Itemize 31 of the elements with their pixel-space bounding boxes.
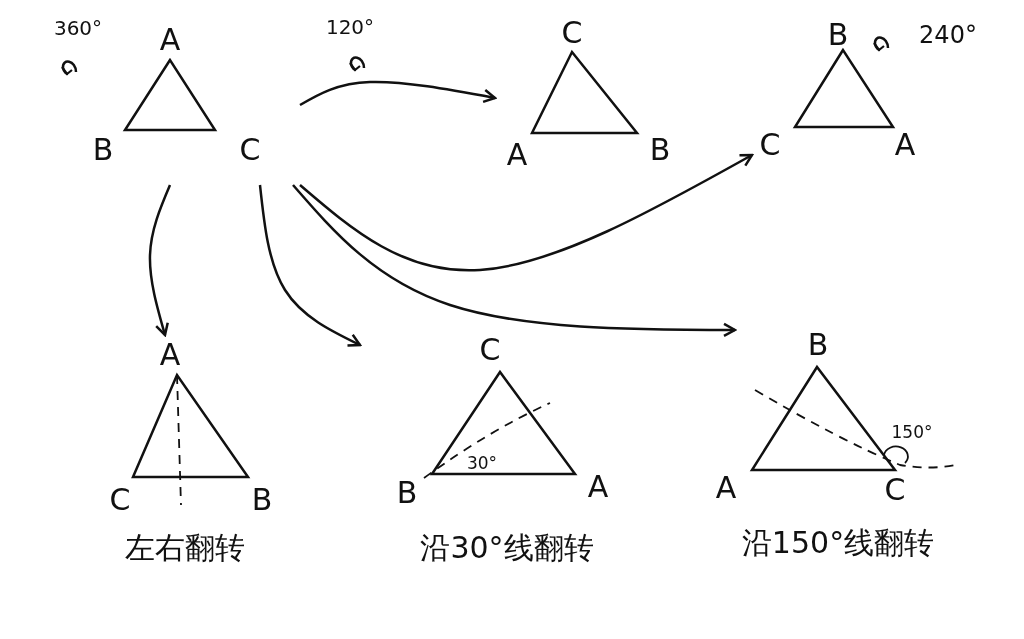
vertex-label: A (159, 340, 181, 370)
vertex-label: B (92, 135, 114, 165)
vertex-label: A (587, 472, 609, 502)
node-label: 沿30°线翻转 (420, 533, 594, 563)
angle-label: 150° (891, 423, 933, 441)
arrow (258, 184, 362, 347)
vertex-label: A (715, 473, 737, 503)
vertex-label: B (807, 330, 829, 360)
vertex-label: B (396, 478, 418, 508)
vertex-label: B (649, 135, 671, 165)
arrow (292, 184, 737, 338)
vertex-label: B (251, 485, 273, 515)
vertex-label: C (109, 485, 131, 515)
angle-label: 240° (919, 23, 977, 47)
vertex-label: C (239, 135, 261, 165)
node-label: 沿150°线翻转 (741, 528, 935, 558)
vertex-label: C (759, 130, 781, 160)
vertex-label: A (159, 25, 181, 55)
vertex-label: A (506, 140, 528, 170)
edge-label: 120° (325, 17, 375, 37)
vertex-label: C (884, 475, 906, 505)
vertex-label: C (479, 335, 501, 365)
angle-label: 360° (53, 18, 103, 38)
angle-label: 30° (466, 454, 498, 472)
arrow (299, 153, 754, 272)
node-label: 左右翻转 (125, 533, 245, 563)
arrow (299, 80, 497, 107)
arrow (148, 184, 172, 337)
vertex-label: B (827, 20, 849, 50)
vertex-label: C (561, 18, 583, 48)
vertex-label: A (894, 130, 916, 160)
